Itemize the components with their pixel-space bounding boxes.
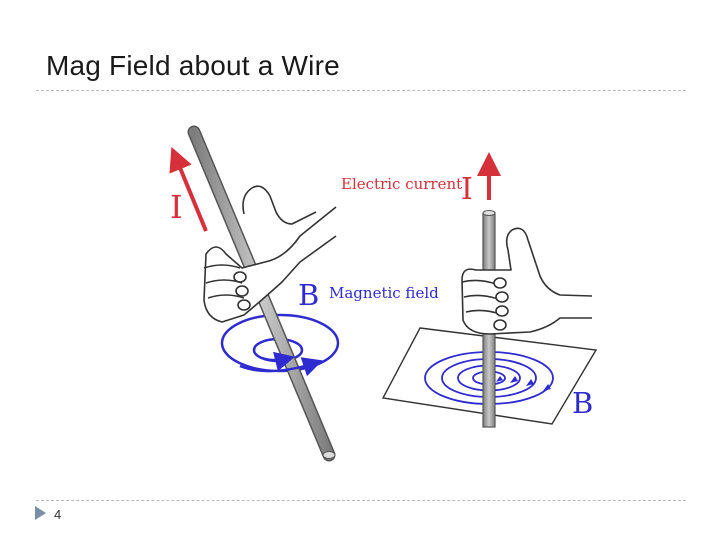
left-current-label: I <box>170 188 183 226</box>
right-field-ring-arrows <box>496 376 551 391</box>
triangle-right-icon <box>35 506 46 520</box>
right-hand-rule-diagram: I B Magnetic field Electric current I <box>169 125 598 462</box>
footer-divider <box>36 500 686 501</box>
right-hand <box>461 227 593 335</box>
right-field-label: B <box>572 386 593 420</box>
left-field-label: B <box>298 278 319 312</box>
left-hand <box>203 185 337 323</box>
right-current-label: I <box>461 172 473 207</box>
title-divider <box>36 90 686 91</box>
slide-title: Mag Field about a Wire <box>46 50 340 81</box>
left-current-arrow <box>169 146 208 232</box>
page-number: 4 <box>54 507 62 522</box>
electric-current-label: Electric current <box>341 175 462 193</box>
left-field-loop-arrows <box>239 351 323 377</box>
magnetic-field-label: Magnetic field <box>329 284 439 302</box>
